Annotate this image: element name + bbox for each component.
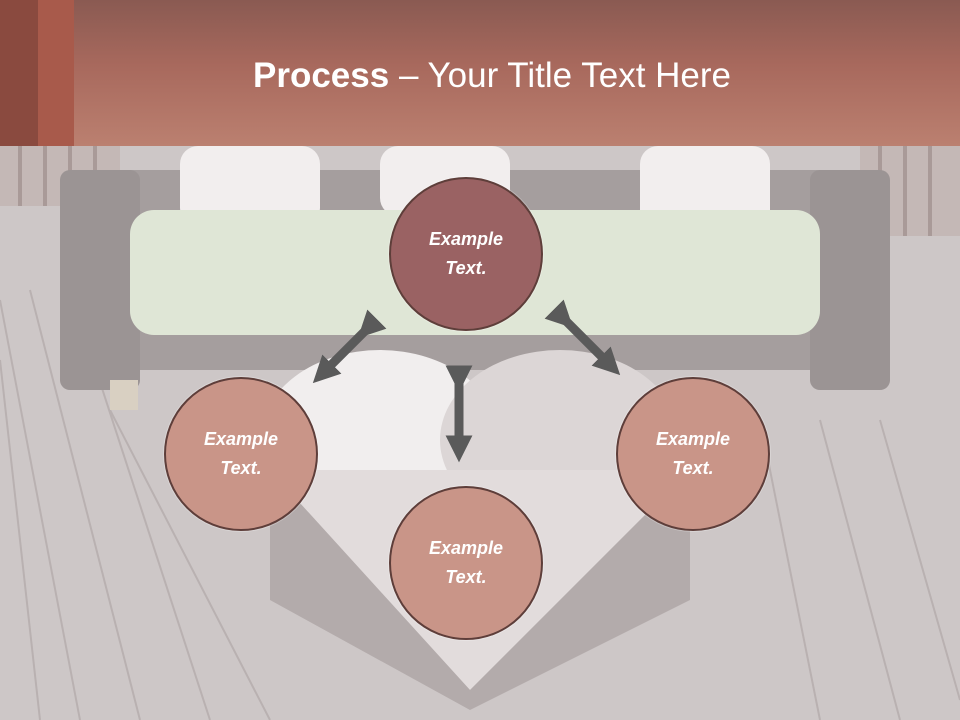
arrow-top-left	[312, 309, 387, 384]
accent-strip	[38, 0, 74, 146]
process-node-right: Example Text.	[616, 377, 770, 531]
title-bar: Process – Your Title Text Here	[0, 0, 960, 146]
title-bold: Process	[253, 56, 390, 95]
node-left-label: Example Text.	[203, 429, 279, 478]
node-bottom-label: Example Text.	[428, 538, 504, 587]
process-node-top: Example Text.	[389, 177, 543, 331]
arrow-top-right	[544, 299, 621, 376]
process-node-left: Example Text.	[164, 377, 318, 531]
accent-strip	[0, 0, 38, 146]
node-right-label: Example Text.	[655, 429, 731, 478]
process-node-bottom: Example Text.	[389, 486, 543, 640]
slide-title: Process – Your Title Text Here	[0, 54, 960, 98]
title-rest: – Your Title Text Here	[389, 56, 731, 95]
node-top-label: Example Text.	[428, 229, 504, 278]
